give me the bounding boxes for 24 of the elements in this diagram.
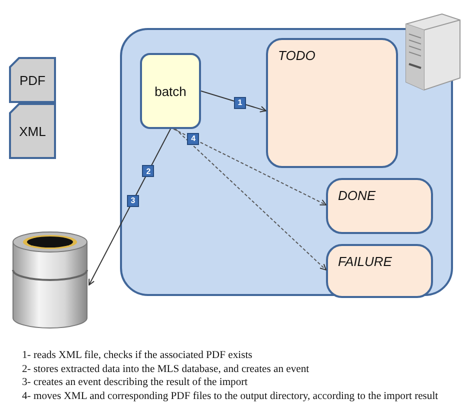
node-label: batch	[154, 84, 186, 98]
process-box	[140, 53, 201, 129]
arrow	[174, 128, 326, 270]
node-label: FAILURE	[338, 254, 392, 269]
database-cylinder	[11, 230, 89, 330]
folder-box	[266, 38, 398, 168]
step-number-badge: 4	[187, 132, 200, 145]
arrow	[88, 128, 171, 286]
note-text: 3- creates an event describing the result of the import	[22, 376, 249, 390]
note-text: 1- reads XML file, checks if the associated PDF exists	[22, 349, 254, 362]
step-number-badge: 2	[142, 165, 154, 178]
folder-box	[326, 244, 433, 298]
note-text: 2- stores extracted data into the MLS database, and creates an event	[22, 362, 310, 376]
step-number-badge: 1	[234, 96, 246, 109]
folder-box	[326, 178, 433, 234]
step-number-badge: 3	[127, 194, 139, 207]
note-text: 4- moves XML and corresponding PDF files to the output directory, according to the import result	[22, 390, 438, 403]
container-box	[120, 28, 453, 296]
node-label: PDF	[20, 72, 46, 88]
node-label: DONE	[338, 188, 376, 203]
node-label: TODO	[278, 48, 316, 63]
node-label: XML	[19, 124, 46, 138]
arrow	[173, 128, 326, 206]
arrow	[200, 90, 266, 112]
